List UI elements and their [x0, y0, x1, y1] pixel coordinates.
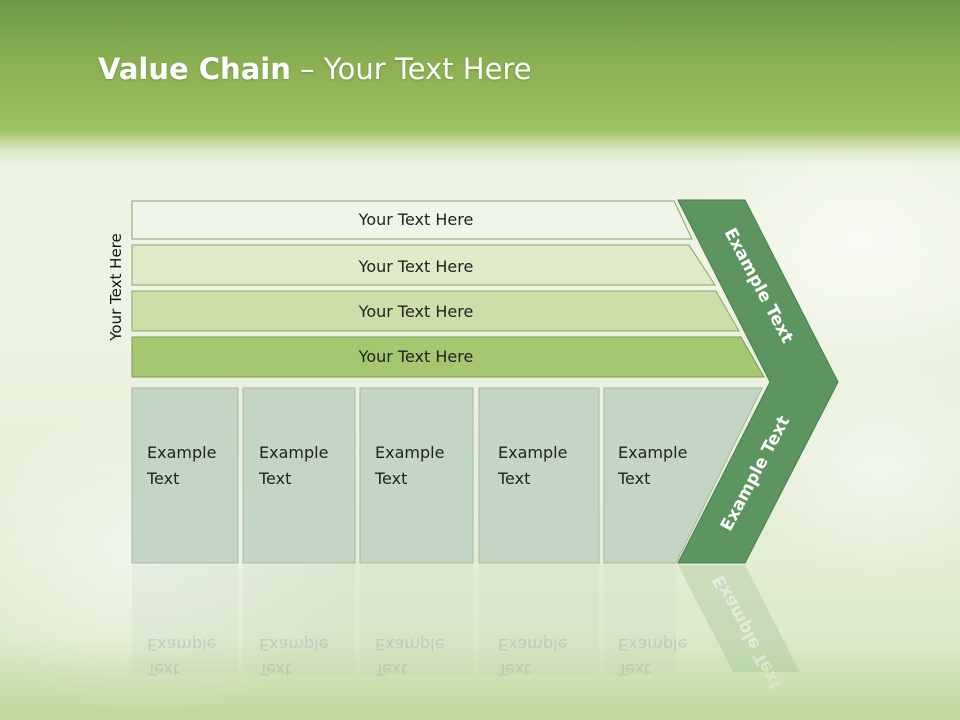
box-1-line2: Text	[146, 469, 179, 488]
box-4-line2: Text	[497, 469, 530, 488]
bar-3	[131, 290, 740, 332]
box-3-line2: Text	[374, 469, 407, 488]
chevron-arrow	[677, 199, 839, 564]
box-5-line1: Example	[618, 443, 687, 462]
bar-group: Your Text Here Your Text Here Your Text …	[131, 200, 765, 378]
box-5	[603, 387, 763, 564]
title-rest: – Your Text Here	[290, 52, 532, 86]
box-4	[478, 387, 600, 564]
box-group: Example Text Example Text Example Text E…	[131, 387, 763, 564]
title-bold: Value Chain	[98, 52, 291, 86]
grass-band	[0, 640, 960, 720]
box-3-line1: Example	[375, 443, 444, 462]
box-1	[131, 387, 239, 564]
box-2	[242, 387, 356, 564]
box-1-line1: Example	[147, 443, 216, 462]
header-band	[0, 0, 960, 165]
bar-4-text: Your Text Here	[358, 347, 474, 366]
box-5-line2: Text	[617, 469, 650, 488]
bar-1-text: Your Text Here	[358, 210, 474, 229]
box-4-line1: Example	[498, 443, 567, 462]
bar-1	[131, 200, 693, 240]
box-3	[359, 387, 474, 564]
box-2-line1: Example	[259, 443, 328, 462]
page-title: Value Chain – Your Text Here	[98, 52, 532, 86]
bar-4	[131, 336, 765, 378]
bar-3-text: Your Text Here	[358, 302, 474, 321]
box-2-line2: Text	[258, 469, 291, 488]
bar-2	[131, 244, 716, 286]
bar-2-text: Your Text Here	[358, 257, 474, 276]
